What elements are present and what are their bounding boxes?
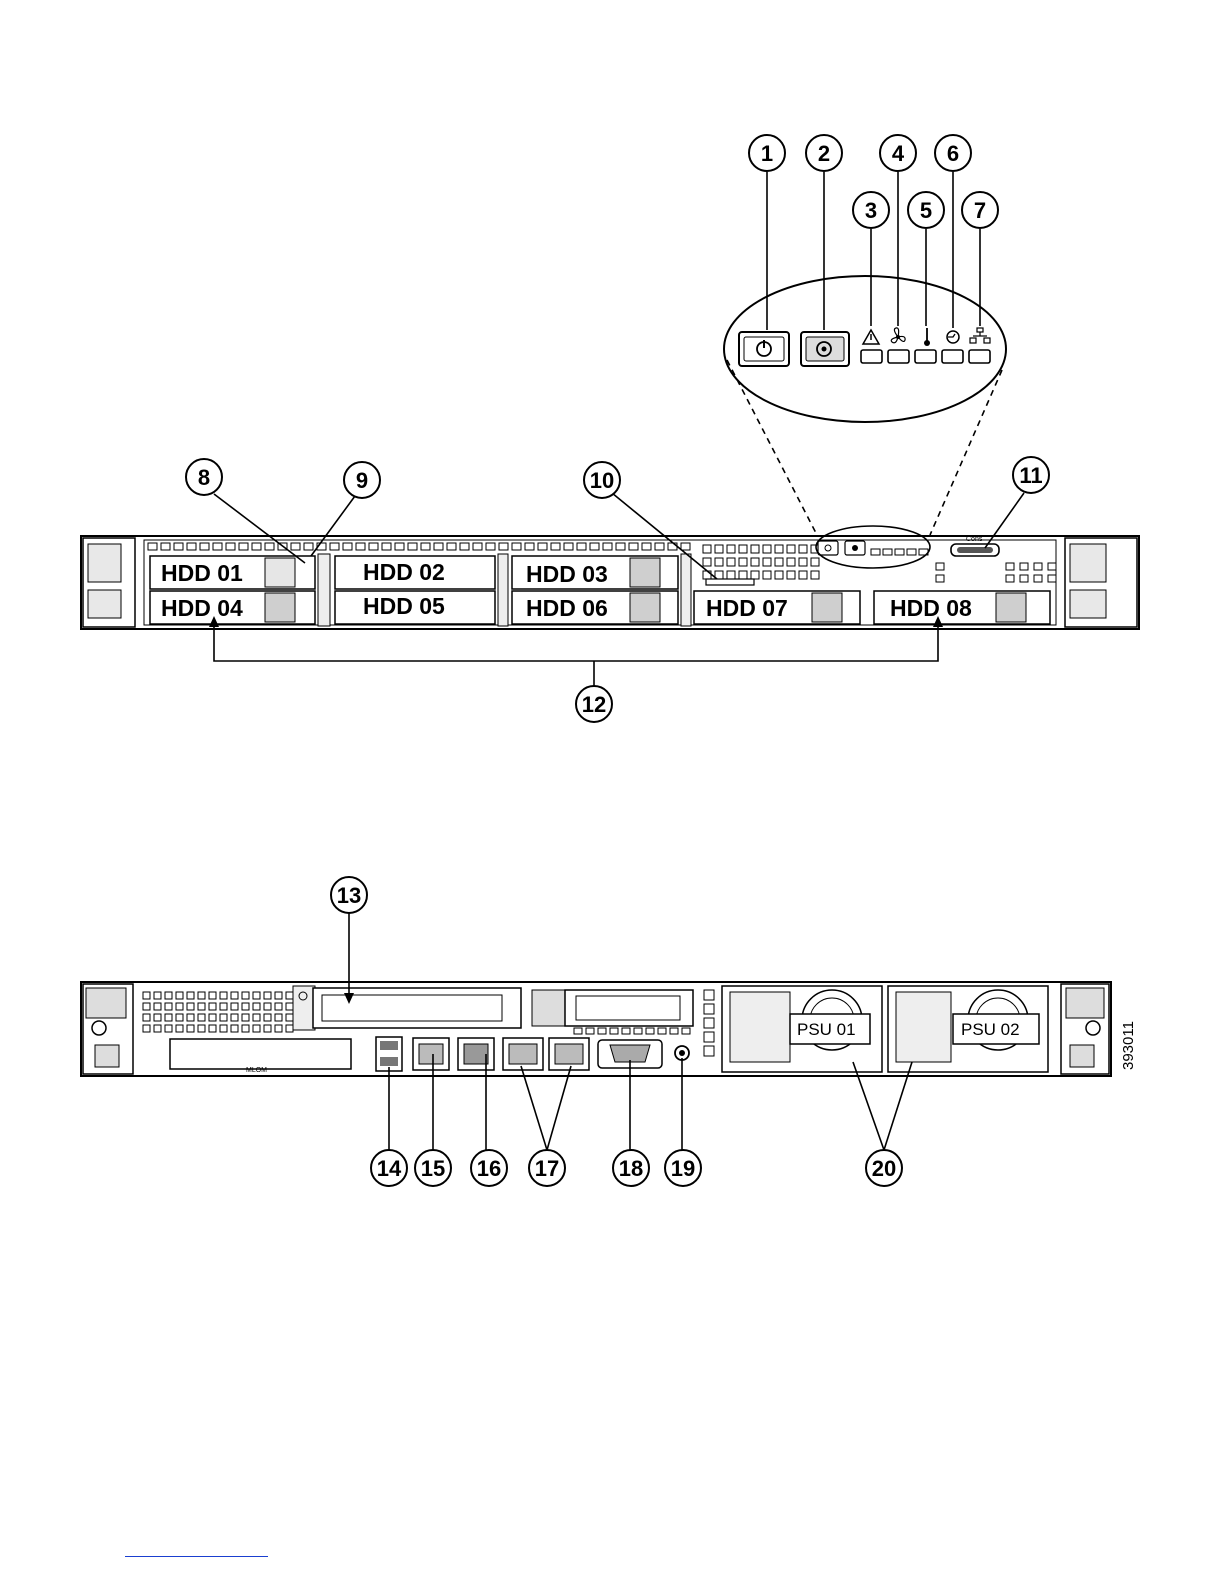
callout-8: 8 [186,459,222,495]
callout-15: 15 [415,1150,451,1186]
psu-01-label: PSU 01 [797,1020,856,1039]
hdd-07-label: HDD 07 [706,595,788,621]
svg-text:14: 14 [377,1156,402,1181]
callout-11: 11 [1013,457,1049,493]
svg-text:9: 9 [356,468,368,493]
svg-text:4: 4 [892,141,905,166]
hdd-04-label: HDD 04 [161,595,243,621]
callout-16: 16 [471,1150,507,1186]
svg-text:8: 8 [198,465,210,490]
hdd-06-label: HDD 06 [526,595,608,621]
serial-port [458,1038,494,1070]
front-panel: Cons HDD 01 HDD 02 HDD 03 HDD 04 HDD 05 … [81,172,1139,687]
hdd-02-label: HDD 02 [363,559,445,585]
svg-text:1: 1 [761,141,773,166]
mgmt-port [413,1038,449,1070]
svg-text:12: 12 [582,692,606,717]
psu-01: PSU 01 [722,986,882,1072]
svg-text:19: 19 [671,1156,695,1181]
callout-17: 17 [529,1150,565,1186]
callout-14: 14 [371,1150,407,1186]
svg-text:3: 3 [865,198,877,223]
footer-link-underline [125,1556,268,1557]
power-button-large [739,332,789,366]
hdd-01-label: HDD 01 [161,560,243,586]
svg-text:16: 16 [477,1156,501,1181]
callout-18: 18 [613,1150,649,1186]
hdd-05-label: HDD 05 [363,593,445,619]
svg-text:17: 17 [535,1156,559,1181]
svg-text:13: 13 [337,883,361,908]
console-label: Cons [966,536,983,543]
callout-2: 2 [806,135,842,171]
psu-02-label: PSU 02 [961,1020,1020,1039]
svg-text:10: 10 [590,468,614,493]
callout-19: 19 [665,1150,701,1186]
svg-text:6: 6 [947,141,959,166]
svg-text:2: 2 [818,141,830,166]
hdd-03-label: HDD 03 [526,561,608,587]
svg-text:20: 20 [872,1156,896,1181]
svg-text:7: 7 [974,198,986,223]
callout-9: 9 [344,462,380,498]
unit-id-button-large [801,332,849,366]
rear-panel: MLOM [81,912,1137,1150]
callout-20: 20 [866,1150,902,1186]
callout-5: 5 [908,192,944,228]
callout-7: 7 [962,192,998,228]
svg-text:11: 11 [1019,463,1042,488]
callout-4: 4 [880,135,916,171]
callout-13: 13 [331,877,367,913]
hdd-08-label: HDD 08 [890,595,972,621]
svg-text:18: 18 [619,1156,643,1181]
callout-6: 6 [935,135,971,171]
svg-text:15: 15 [421,1156,445,1181]
callout-12: 12 [576,686,612,722]
callout-1: 1 [749,135,785,171]
unit-id-button-rear [675,1046,689,1060]
callout-10: 10 [584,462,620,498]
usb-ports [376,1037,402,1071]
mlom-label: MLOM [246,1067,267,1074]
svg-text:5: 5 [920,198,932,223]
psu-02: PSU 02 [888,986,1048,1072]
figure-id: 393011 [1120,1021,1137,1070]
callout-3: 3 [853,192,889,228]
